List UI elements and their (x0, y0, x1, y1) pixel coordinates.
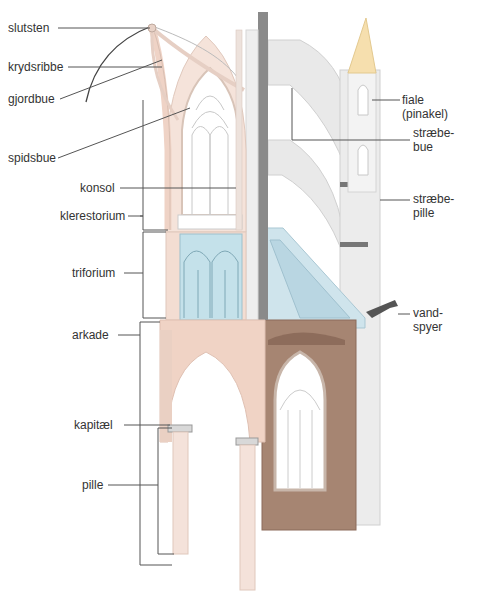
leader-line (398, 314, 410, 315)
leader-line (128, 216, 143, 217)
part-label: pille (82, 478, 122, 492)
part-label: triforium (72, 266, 132, 280)
pinnacle-spire (348, 18, 376, 73)
window-tracery (192, 96, 228, 215)
pinnacle-window (358, 85, 368, 115)
leader-line (118, 335, 140, 336)
triforium-glazing (180, 234, 242, 320)
arcade-wall (160, 320, 265, 442)
cross-rib (152, 28, 178, 120)
leader-line (120, 188, 236, 189)
bracket (143, 232, 166, 318)
leader-line (108, 485, 158, 486)
part-label: stræbe- bue (413, 126, 463, 154)
leader-line (60, 60, 162, 99)
window-tracery (280, 390, 320, 488)
part-label: fiale (pinakel) (402, 93, 462, 121)
vault-outline (86, 26, 152, 102)
triforium-arches (184, 251, 238, 318)
part-label: slutsten (8, 21, 68, 35)
part-label: stræbe- pille (413, 192, 463, 220)
part-label: krydsribbe (8, 60, 78, 74)
aisle-vault (268, 333, 345, 346)
transverse-arch-edge (153, 28, 170, 230)
leader-line (372, 100, 400, 101)
pillar (173, 432, 188, 554)
leader-line (58, 28, 150, 29)
aisle-window (275, 352, 325, 490)
leader-line (124, 273, 143, 274)
gargoyle (366, 300, 398, 318)
leader-line (380, 200, 410, 201)
part-label: klerestorium (60, 209, 135, 223)
pillar (240, 445, 255, 590)
window-sill (178, 215, 242, 229)
aisle-group (262, 228, 365, 530)
leader-line (58, 108, 190, 158)
part-label: gjordbue (8, 92, 68, 106)
aisle-roof (265, 228, 365, 328)
clerestory-window (182, 68, 238, 215)
bracket (158, 428, 174, 554)
leader-line (292, 88, 410, 140)
capital (236, 438, 258, 445)
leader-lines (58, 28, 410, 565)
wall-shaft (236, 30, 242, 230)
aisle-wall (262, 320, 356, 530)
part-label: vand- spyer (413, 306, 458, 334)
wall-section (258, 12, 268, 320)
vault-outline (152, 26, 238, 78)
bracket (140, 100, 168, 230)
leader-line (68, 67, 162, 68)
triforium-wall (166, 232, 246, 320)
buttress-ledge (340, 242, 368, 247)
pinnacle-window (358, 145, 368, 175)
leader-line (124, 425, 170, 426)
part-label: konsol (80, 181, 130, 195)
part-label: kapitæl (74, 418, 129, 432)
aisle-roof-glass (270, 240, 350, 318)
part-label: spidsbue (8, 151, 68, 165)
vault-group (86, 24, 244, 230)
cross-rib (152, 28, 244, 90)
wall-side (246, 30, 258, 320)
bracket (140, 322, 172, 565)
pinnacle-shaft (348, 72, 376, 192)
part-label: arkade (72, 328, 122, 342)
